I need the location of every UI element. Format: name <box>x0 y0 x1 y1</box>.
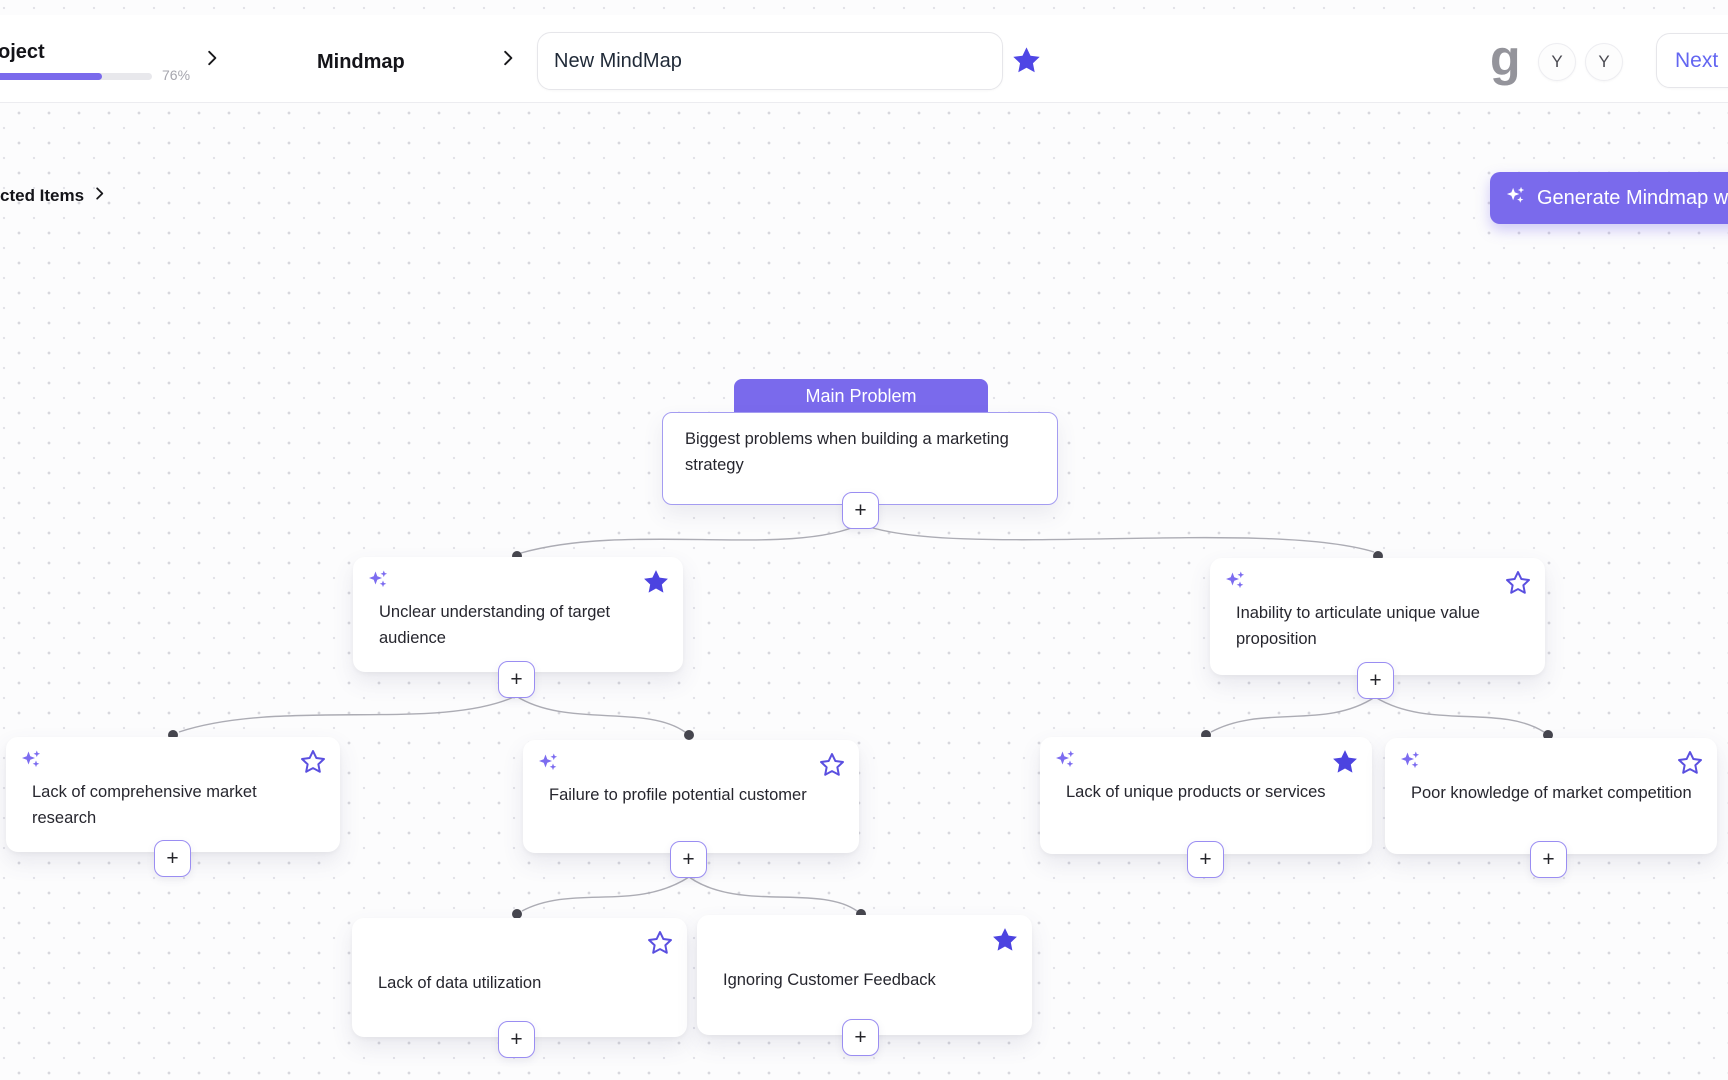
node-text: Inability to articulate unique value pro… <box>1236 604 1480 649</box>
node-text: Failure to profile potential customer <box>549 786 807 804</box>
sparkles-icon[interactable] <box>537 752 559 777</box>
star-icon-filled[interactable] <box>1331 748 1359 781</box>
star-icon-filled[interactable] <box>991 926 1019 959</box>
chevron-right-icon <box>92 186 107 206</box>
sparkles-icon[interactable] <box>20 749 42 774</box>
chevron-right-icon <box>499 49 517 72</box>
add-child-button[interactable]: + <box>1530 841 1567 878</box>
mindmap-node[interactable]: Unclear understanding of target audience <box>353 557 683 672</box>
add-child-button[interactable]: + <box>1357 662 1394 699</box>
node-text: Lack of unique products or services <box>1066 783 1326 801</box>
avatar[interactable]: Y <box>1538 43 1576 81</box>
node-text: Poor knowledge of market competition <box>1411 784 1692 802</box>
mindmap-node[interactable]: Failure to profile potential customer <box>523 740 859 853</box>
mindmap-node[interactable]: Inability to articulate unique value pro… <box>1210 558 1545 675</box>
star-icon-outline[interactable] <box>299 748 327 781</box>
sparkles-icon[interactable] <box>1054 749 1076 774</box>
add-child-button[interactable]: + <box>842 492 879 529</box>
selected-items-label: cted Items <box>0 186 85 205</box>
node-text: Unclear understanding of target audience <box>379 603 611 648</box>
favorite-star-icon[interactable] <box>1011 45 1042 81</box>
root-node-tag[interactable]: Main Problem <box>734 379 988 413</box>
project-progress-fill <box>0 73 102 80</box>
chevron-right-icon <box>203 49 221 72</box>
mindmap-title-input[interactable] <box>537 32 1003 90</box>
star-icon-outline[interactable] <box>818 751 846 784</box>
star-icon-outline[interactable] <box>1676 749 1704 782</box>
node-text: Ignoring Customer Feedback <box>723 971 936 989</box>
mindmap-node[interactable]: Lack of unique products or services <box>1040 737 1372 854</box>
sparkles-icon[interactable] <box>1399 750 1421 775</box>
add-child-button[interactable]: + <box>670 841 707 878</box>
mindmap-node[interactable]: Poor knowledge of market competition <box>1385 738 1717 854</box>
sparkles-icon[interactable] <box>1224 570 1246 595</box>
star-icon-filled[interactable] <box>642 568 670 601</box>
node-text: Lack of comprehensive market research <box>32 783 257 828</box>
app-logo-g: g <box>1490 30 1521 86</box>
add-child-button[interactable]: + <box>1187 841 1224 878</box>
project-name[interactable]: oject <box>0 41 45 63</box>
project-progress-bar <box>0 73 152 80</box>
add-child-button[interactable]: + <box>154 840 191 877</box>
generate-mindmap-button[interactable]: Generate Mindmap w <box>1490 172 1728 224</box>
sparkles-icon[interactable] <box>367 569 389 594</box>
add-child-button[interactable]: + <box>842 1019 879 1056</box>
star-icon-outline[interactable] <box>1504 569 1532 602</box>
selected-items-toggle[interactable]: cted Items <box>0 186 107 206</box>
project-progress-percent: 76% <box>162 67 191 83</box>
avatar[interactable]: Y <box>1585 43 1623 81</box>
star-icon-outline[interactable] <box>646 929 674 962</box>
generate-mindmap-label: Generate Mindmap w <box>1537 186 1728 209</box>
mindmap-node[interactable]: Lack of comprehensive market research <box>6 737 340 852</box>
root-node-text: Biggest problems when building a marketi… <box>685 430 1009 474</box>
node-text: Lack of data utilization <box>378 974 542 992</box>
add-child-button[interactable]: + <box>498 1021 535 1058</box>
mindmap-node[interactable]: Ignoring Customer Feedback <box>697 915 1032 1035</box>
add-child-button[interactable]: + <box>498 661 535 698</box>
mindmap-node[interactable]: Lack of data utilization <box>352 918 687 1037</box>
root-node[interactable]: Biggest problems when building a marketi… <box>662 412 1058 505</box>
next-button[interactable]: Next <box>1656 33 1728 88</box>
breadcrumb-mindmap[interactable]: Mindmap <box>317 51 405 73</box>
header-bar: oject 76% Mindmap g Y Y Next <box>0 15 1728 103</box>
sparkles-icon <box>1505 185 1526 211</box>
